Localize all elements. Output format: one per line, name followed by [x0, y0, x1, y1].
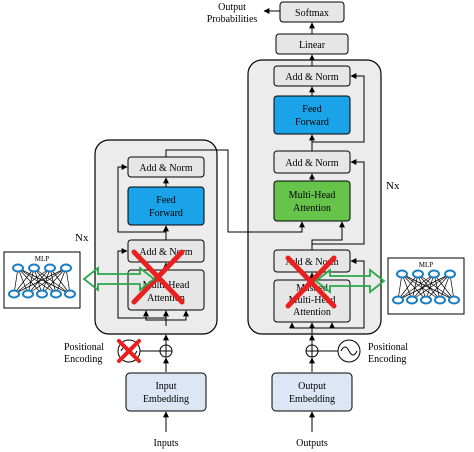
decoder-ff-label-1: Feed — [302, 104, 321, 115]
decoder-masked-label-1: Masked — [296, 283, 328, 294]
encoder-attn-label-2: Attention — [147, 293, 185, 304]
decoder-cross-attn-label-1: Multi-Head — [289, 190, 336, 201]
decoder-cross-attn-label-2: Attention — [293, 203, 331, 214]
encoder-positional-label-2: Encoding — [64, 354, 102, 365]
output-embedding — [271, 372, 353, 412]
mlp-right-double-arrow — [314, 268, 386, 294]
mlp-left-double-arrow — [82, 266, 156, 292]
output-embedding-label-2: Embedding — [289, 394, 335, 405]
decoder-connectors — [232, 8, 365, 334]
decoder-feed-forward — [273, 95, 351, 135]
input-embedding-label-1: Input — [155, 381, 176, 392]
softmax-label: Softmax — [295, 8, 329, 19]
decoder-add-norm-middle-label: Add & Norm — [285, 158, 339, 169]
decoder-positional-label-2: Encoding — [368, 354, 406, 365]
mlp-right-label: MLP — [419, 261, 434, 269]
encoder-ff-label-2: Forward — [149, 208, 183, 219]
encoder-feed-forward — [127, 186, 205, 226]
decoder-add-norm-top-label: Add & Norm — [285, 72, 339, 83]
encoder-nx-label: Nx — [75, 232, 89, 244]
inputs-label: Inputs — [154, 438, 179, 449]
mlp-left-network-icon — [8, 263, 76, 299]
encoder-positional-cross-icon — [117, 339, 141, 363]
outputs-label: Outputs — [296, 438, 328, 449]
input-embedding — [125, 372, 207, 412]
mlp-right-network-icon — [392, 269, 460, 305]
decoder-masked-label-3: Attention — [293, 307, 331, 318]
encoder-add-norm-top-label: Add & Norm — [139, 163, 193, 174]
output-probabilities-label-1: Output — [218, 2, 246, 13]
decoder-ff-label-2: Forward — [295, 117, 329, 128]
linear-label: Linear — [299, 40, 326, 51]
output-embedding-label-1: Output — [298, 381, 326, 392]
decoder-masked-label-2: Multi-Head — [289, 295, 336, 306]
decoder-attention-cross-icon — [285, 255, 337, 309]
encoder-positional-label-1: Positional — [64, 342, 104, 353]
input-embedding-label-2: Embedding — [143, 394, 189, 405]
encoder-ff-label-1: Feed — [156, 195, 175, 206]
softmax-block — [279, 1, 345, 23]
linear-block — [275, 33, 349, 55]
decoder-positional-label-1: Positional — [368, 342, 408, 353]
output-probabilities-label-2: Probabilities — [207, 14, 258, 25]
decoder-add-norm-bottom-label: Add & Norm — [285, 257, 339, 268]
decoder-cross-attention — [273, 180, 351, 222]
mlp-left-label: MLP — [35, 255, 50, 263]
encoder-attention-cross-icon — [131, 249, 185, 305]
encoder-add-norm-bottom-label: Add & Norm — [139, 247, 193, 258]
decoder-nx-label: Nx — [386, 180, 400, 192]
